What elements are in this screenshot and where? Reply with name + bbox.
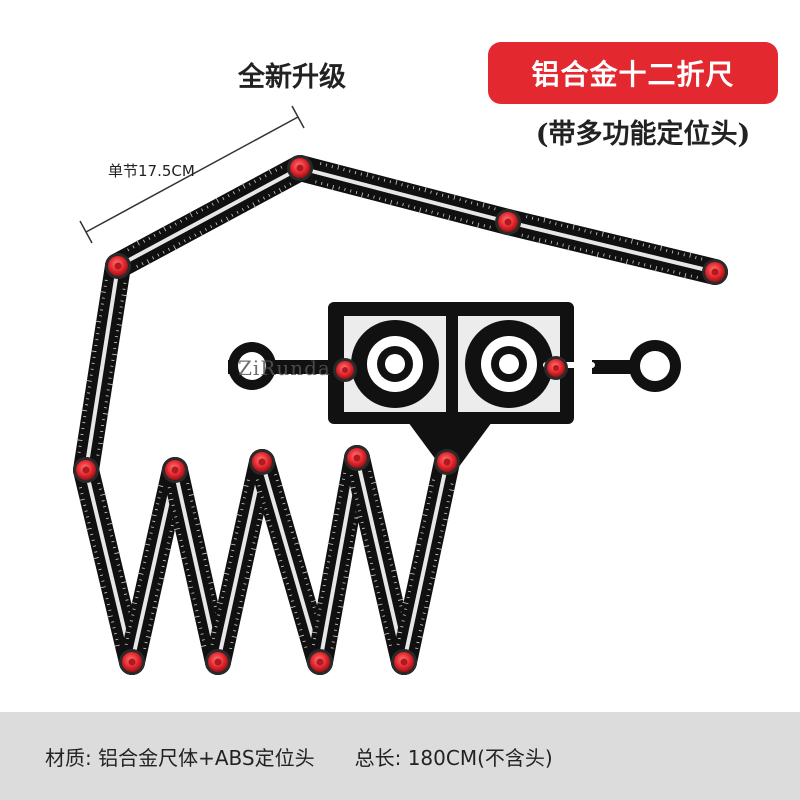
ruler-segment: [205, 449, 275, 675]
pivot-rivet: [702, 259, 728, 285]
pivot-rivet: [307, 649, 333, 675]
pivot-rivet: [105, 253, 131, 279]
material-spec: 材质: 铝合金尺体+ABS定位头: [45, 745, 315, 770]
pivot-rivet: [344, 445, 370, 471]
head-pivot-rivet: [544, 356, 568, 380]
pivot-rivet: [391, 649, 417, 675]
ruler-segment: [287, 155, 521, 235]
ruler-segments: [73, 155, 728, 675]
ruler-segment: [73, 253, 131, 483]
segment-dimension-bracket: [79, 105, 305, 244]
product-name-badge: 铝合金十二折尺: [488, 42, 778, 104]
pivot-rivet: [434, 449, 460, 475]
pivot-rivet: [249, 449, 275, 475]
ruler-segment: [105, 155, 313, 279]
pivot-rivet: [162, 457, 188, 483]
headline: 全新升级: [238, 62, 346, 93]
head-pivot-rivet: [333, 358, 357, 382]
positioning-head: [228, 302, 681, 468]
spec-footer: 材质: 铝合金尺体+ABS定位头 总长: 180CM(不含头): [0, 712, 800, 800]
ruler-segment: [495, 209, 728, 285]
ruler-segment: [391, 449, 460, 675]
pivot-rivet: [205, 649, 231, 675]
product-subtitle: (带多功能定位头): [535, 119, 751, 150]
pivot-rivet: [287, 155, 313, 181]
pivot-rivets: [73, 155, 728, 675]
brand-watermark: ZiRunda: [238, 356, 331, 380]
ruler-segment: [119, 457, 188, 675]
pivot-rivet: [119, 649, 145, 675]
segment-length-label: 单节17.5CM: [108, 162, 195, 180]
ruler-segment: [307, 445, 370, 675]
total-length-spec: 总长: 180CM(不含头): [354, 745, 553, 770]
pivot-rivet: [495, 209, 521, 235]
pivot-rivet: [73, 457, 99, 483]
